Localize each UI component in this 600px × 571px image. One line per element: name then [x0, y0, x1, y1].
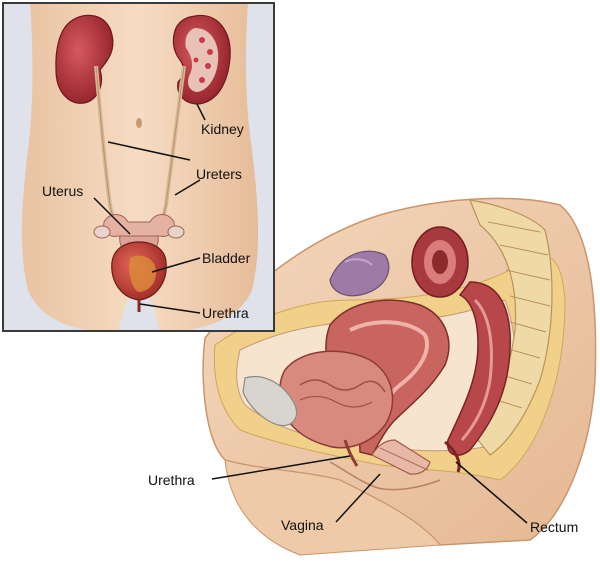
inset-border [2, 2, 275, 332]
label-bladder: Bladder [202, 250, 251, 266]
navel [136, 118, 142, 128]
external-genitalia [329, 461, 441, 491]
leader-urethra-section [211, 455, 351, 480]
leader-vagina [335, 473, 381, 523]
label-uterus: Uterus [42, 183, 84, 199]
label-urethra-section: Urethra [148, 472, 195, 488]
urethra-tube [343, 439, 359, 467]
anal-canal [444, 440, 461, 473]
bladder-rugae [299, 379, 386, 393]
leader-bladder [151, 257, 201, 273]
right-kidney [172, 14, 231, 105]
leader-lines [93, 103, 528, 524]
label-vagina: Vagina [281, 517, 324, 533]
label-urethra-inset: Urethra [202, 305, 249, 321]
thigh [224, 459, 441, 556]
leader-ureters-1 [107, 141, 191, 161]
sacrum [469, 199, 553, 456]
leader-rectum [455, 461, 528, 524]
label-ureters: Ureters [196, 166, 242, 182]
colon-loop [411, 226, 469, 298]
ovary [329, 250, 390, 297]
leader-urethra-top [139, 303, 201, 314]
label-kidney: Kidney [201, 121, 244, 137]
front-view-inset [2, 2, 275, 332]
sagittal-section [202, 197, 597, 556]
pubic-bone [242, 376, 298, 427]
bladder-front [111, 241, 167, 301]
vaginal-canal [371, 439, 431, 475]
rectum-lining [460, 298, 493, 441]
leader-uterus [93, 197, 131, 235]
label-rectum: Rectum [530, 519, 579, 535]
leader-kidney [196, 103, 206, 121]
leader-ureters-2 [174, 179, 201, 196]
